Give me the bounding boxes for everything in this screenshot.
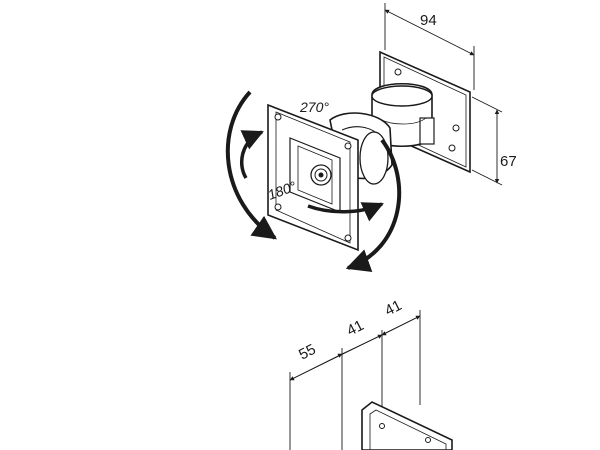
swivel-rotation-arrow bbox=[345, 138, 402, 273]
dimension-67-label: 67 bbox=[500, 153, 517, 170]
screw-hole-top bbox=[394, 68, 402, 76]
lower-screw-hole-2 bbox=[425, 437, 431, 443]
rotation-arrows bbox=[225, 90, 402, 273]
offset-55-label: 55 bbox=[296, 341, 319, 364]
offset-41-a-label: 41 bbox=[344, 317, 367, 340]
dimension-94-label: 94 bbox=[420, 12, 437, 29]
screw-hole-right bbox=[452, 124, 460, 132]
screw-hole-2 bbox=[344, 142, 352, 150]
lower-mount-plate bbox=[361, 401, 453, 450]
screw-hole-1 bbox=[274, 113, 282, 121]
dimension-67: 67 bbox=[471, 96, 517, 186]
offset-dimensions: 55 41 41 bbox=[289, 297, 421, 450]
inner-rotation-arrow bbox=[239, 130, 264, 179]
lower-screw-hole-1 bbox=[379, 423, 385, 429]
tilt-angle-label: 270° bbox=[299, 99, 329, 115]
screw-hole-3 bbox=[274, 203, 282, 211]
dimension-94: 94 bbox=[384, 3, 475, 90]
screw-hole-bottom bbox=[448, 144, 456, 152]
vesa-plate bbox=[267, 103, 359, 252]
lower-rotation-arrow bbox=[307, 202, 384, 222]
center-bolt bbox=[310, 164, 332, 186]
screw-hole-4 bbox=[344, 234, 352, 242]
outer-rotation-arrow bbox=[225, 90, 277, 240]
offset-41-b-label: 41 bbox=[382, 297, 405, 320]
